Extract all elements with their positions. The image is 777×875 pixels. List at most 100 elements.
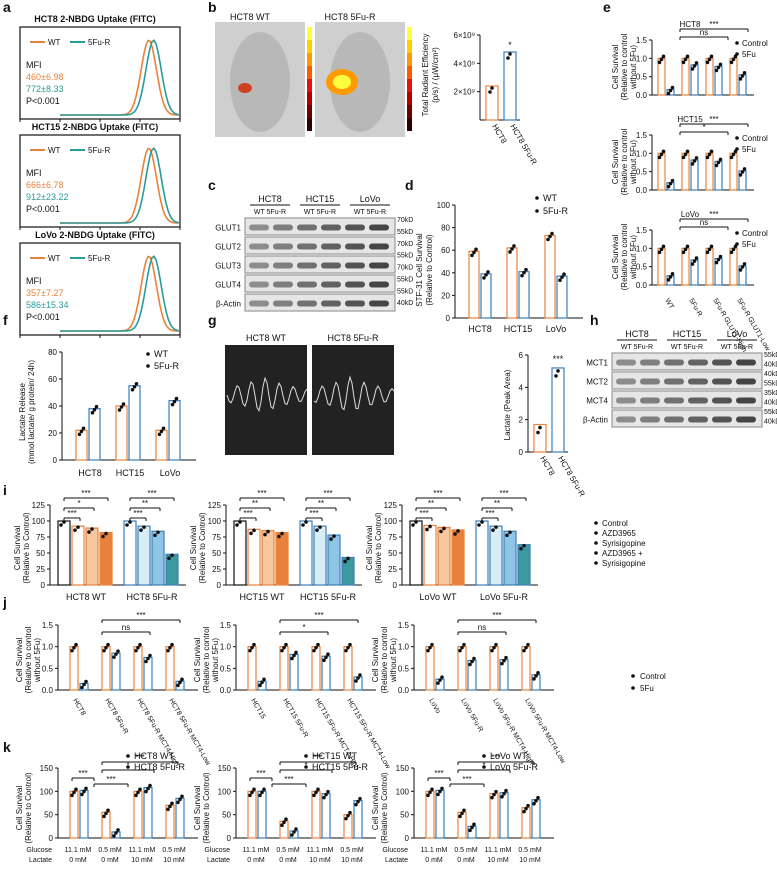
e-point bbox=[668, 275, 673, 279]
i-sig-label: *** bbox=[67, 509, 76, 518]
k-bar bbox=[435, 789, 445, 839]
e-point bbox=[681, 155, 686, 160]
e-tick-label: 1.5 bbox=[636, 226, 648, 235]
j-cat: LoVo 5Fu-R bbox=[459, 698, 484, 734]
e-legend-c-dot bbox=[735, 41, 739, 45]
c-kd: 70kD bbox=[397, 265, 413, 272]
k-glucose-value: 11.1 mM bbox=[129, 847, 156, 854]
k-point bbox=[252, 787, 256, 792]
k-point bbox=[134, 793, 138, 798]
h-band bbox=[640, 416, 660, 423]
k-point bbox=[534, 798, 538, 803]
i-point bbox=[142, 525, 146, 529]
f-tick-label: 20 bbox=[48, 429, 57, 438]
j-tick-label: 1.5 bbox=[398, 621, 410, 630]
k-lactate-value: 0 mM bbox=[247, 857, 265, 864]
j-bar bbox=[165, 646, 175, 691]
j-tick-label: 0.0 bbox=[220, 686, 232, 695]
k-point bbox=[248, 793, 252, 798]
e-sig-label: * bbox=[702, 123, 705, 132]
j-bar bbox=[489, 646, 499, 691]
k-tick-label: 50 bbox=[222, 811, 231, 820]
c-kd: 70kD bbox=[397, 241, 413, 248]
i-point bbox=[425, 527, 429, 532]
k-point bbox=[348, 810, 352, 815]
g-chromatogram-bg bbox=[312, 345, 394, 455]
i-point bbox=[491, 528, 495, 532]
j-point bbox=[354, 679, 358, 683]
e-point bbox=[729, 60, 734, 65]
b-img-r-scale bbox=[407, 105, 412, 118]
d-point bbox=[512, 244, 516, 248]
e-cat: 5Fu-R bbox=[687, 298, 703, 318]
d-bar bbox=[556, 275, 568, 319]
i-legend-dot bbox=[594, 531, 598, 535]
e-point bbox=[740, 265, 745, 269]
k-point bbox=[294, 827, 298, 831]
k-tick-label: 0 bbox=[49, 834, 54, 843]
i-point bbox=[156, 530, 160, 535]
f-point bbox=[132, 384, 137, 389]
f-point bbox=[172, 399, 177, 404]
j-point bbox=[494, 642, 498, 647]
e-point bbox=[690, 262, 695, 266]
i-point bbox=[76, 525, 80, 529]
c-band bbox=[345, 300, 365, 307]
i-tick-label: 0 bbox=[41, 581, 46, 590]
f-point bbox=[92, 407, 97, 412]
i-cat: LoVo 5Fu-R bbox=[480, 592, 529, 602]
i-point bbox=[139, 528, 143, 532]
c-band bbox=[369, 300, 389, 307]
j-ylabel: without 5Fu) bbox=[211, 638, 220, 683]
h-band bbox=[664, 378, 684, 385]
i-tick-label: 125 bbox=[384, 501, 398, 510]
i-point bbox=[87, 530, 91, 534]
k-point bbox=[148, 783, 152, 788]
i-point bbox=[153, 533, 157, 538]
e-legend-c: Control bbox=[742, 39, 768, 48]
j-point bbox=[294, 650, 298, 655]
b-img-wt-body bbox=[230, 32, 290, 132]
j-bar bbox=[247, 646, 257, 691]
i-cat: LoVo WT bbox=[419, 592, 457, 602]
f-point bbox=[79, 429, 84, 434]
f-point bbox=[134, 381, 139, 386]
i-point bbox=[522, 543, 526, 548]
i-point bbox=[304, 520, 308, 524]
c-blot-row bbox=[244, 293, 396, 312]
c-band bbox=[321, 224, 341, 231]
e-point bbox=[740, 170, 745, 174]
d-bar bbox=[544, 234, 556, 319]
i-sig-label: *** bbox=[133, 509, 142, 518]
e-point bbox=[731, 57, 736, 62]
h-group: LoVo bbox=[727, 329, 748, 339]
k-glucose-value: 11.1 mM bbox=[65, 847, 92, 854]
d-point bbox=[560, 275, 564, 279]
i-tick-label: 125 bbox=[208, 501, 222, 510]
a-legend-wt: WT bbox=[48, 254, 61, 263]
j-point bbox=[104, 645, 108, 650]
e-point bbox=[707, 247, 712, 252]
b-point bbox=[508, 52, 512, 56]
d-ylabel: (Relative to Control) bbox=[425, 234, 434, 305]
i-tick-label: 100 bbox=[32, 517, 46, 526]
k-tick-label: 50 bbox=[400, 811, 409, 820]
c-group: HCT15 bbox=[306, 194, 335, 204]
e-point bbox=[692, 259, 697, 263]
h-row-label: β-Actin bbox=[583, 416, 608, 425]
d-tick-label: 80 bbox=[441, 224, 450, 233]
i-point bbox=[442, 526, 446, 531]
i-bar bbox=[451, 529, 465, 586]
a-plot-title: HCT8 2-NBDG Uptake (FITC) bbox=[34, 14, 156, 24]
f-legend-r-dot bbox=[146, 364, 150, 368]
e-cat: WT bbox=[663, 298, 675, 312]
j-point bbox=[292, 653, 296, 658]
j-point bbox=[502, 658, 506, 663]
j-point bbox=[536, 671, 540, 675]
e-point bbox=[668, 88, 673, 93]
b-img-r-scale bbox=[407, 40, 412, 53]
e-point bbox=[670, 272, 675, 276]
f-cat: HCT8 bbox=[78, 468, 102, 478]
e-point bbox=[718, 62, 723, 67]
k-legend-r-dot bbox=[304, 765, 308, 769]
